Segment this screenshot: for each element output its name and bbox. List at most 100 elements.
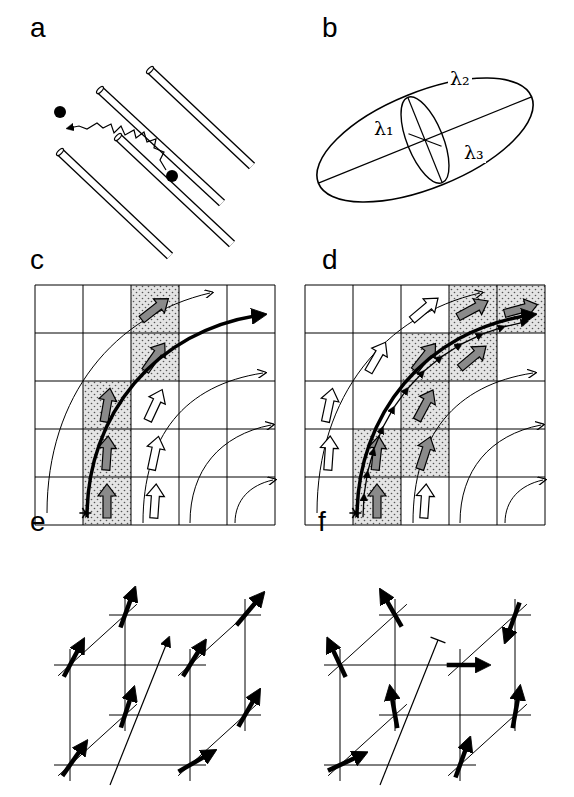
eigen-axis [408, 97, 442, 182]
grid-line [401, 285, 402, 525]
panel-letter: d [322, 246, 338, 274]
filled-vector-arrow [138, 338, 172, 376]
step-vector [362, 496, 364, 517]
seed-asterisk [352, 508, 358, 518]
step-vector [383, 409, 393, 427]
seed-asterisk [82, 508, 88, 518]
rod-outline [60, 152, 170, 256]
grid-line [449, 285, 450, 525]
diffusion-ellipsoid [300, 52, 549, 227]
grid-line [83, 285, 84, 525]
panel-b [300, 52, 549, 227]
tracked-fiber [357, 315, 531, 517]
open-vector-arrow [145, 483, 165, 518]
track-stop [431, 637, 446, 643]
step-vector [374, 429, 382, 448]
filled-vector-arrow [136, 291, 174, 326]
panel-e [54, 592, 261, 785]
fiber-flow-line [317, 293, 480, 513]
filled-vector-arrow [454, 293, 492, 325]
panel-a [54, 65, 252, 256]
seed-asterisk [352, 508, 358, 518]
grid-line [305, 477, 545, 478]
grid-line [35, 429, 275, 430]
shaded-voxel [401, 429, 449, 477]
filled-vector-arrow [454, 339, 492, 375]
lattice-line [109, 715, 261, 716]
grid-line [305, 429, 545, 430]
shaded-voxel [83, 429, 131, 477]
open-vector-arrow [361, 338, 394, 376]
step-vector [394, 390, 406, 407]
lattice-line [54, 765, 206, 766]
step-vector [368, 451, 374, 471]
eigen-axis [408, 124, 441, 156]
lattice-line [379, 715, 531, 716]
grid-line [305, 333, 545, 334]
grid-line [305, 285, 306, 525]
rod-end [113, 132, 122, 141]
open-vector-arrow [317, 387, 342, 424]
vector-arrow [64, 643, 82, 677]
lattice-line [54, 665, 206, 666]
fiber-flow-line [47, 293, 210, 513]
tracked-fiber [87, 315, 261, 517]
filament-rod [113, 132, 232, 244]
rod-end [95, 85, 104, 94]
vector-arrow [121, 692, 133, 728]
panel-letter: a [30, 14, 46, 42]
shaded-voxel [353, 429, 401, 477]
fiber-flow-line [460, 425, 541, 523]
panel-d [305, 285, 545, 525]
open-vector-arrow [140, 386, 171, 424]
ellipsoid-section [391, 91, 459, 190]
open-vector-arrow [143, 435, 168, 472]
lattice-line [379, 615, 531, 616]
filled-vector-arrow [368, 484, 386, 518]
step-vector [408, 373, 422, 388]
panel-letter: e [30, 508, 46, 536]
eigenvalue-label: λ₁ [372, 118, 396, 139]
filled-vector-arrow [409, 386, 441, 424]
filled-vector-arrow [95, 387, 119, 424]
grid-line [35, 381, 275, 382]
eigen-axis [318, 97, 531, 183]
rod-body [100, 90, 222, 203]
grid-line [305, 381, 545, 382]
vector-arrow [238, 694, 257, 727]
fiber-flow-line [190, 425, 271, 523]
panel-letter: c [30, 246, 44, 274]
step-vector [442, 345, 460, 356]
grid-line [275, 285, 276, 525]
vector-arrow [62, 745, 84, 776]
seed-asterisk [82, 508, 88, 518]
vector-arrow [120, 592, 133, 628]
eigenvalue-label: λ₃ [462, 142, 486, 163]
grid-line [35, 285, 36, 525]
vector-arrow [507, 603, 520, 639]
water-molecule [166, 170, 178, 182]
panel-c [35, 285, 275, 525]
grid-line [35, 285, 275, 286]
shaded-voxel [131, 285, 179, 333]
water-molecule [54, 106, 66, 118]
fiber-flow-line [235, 480, 273, 523]
rod-body [60, 152, 170, 256]
filled-vector-arrow [98, 484, 116, 518]
step-vector [462, 335, 481, 344]
rod-end [145, 65, 154, 74]
shaded-voxel [401, 333, 449, 381]
fiber-track [110, 640, 168, 785]
shaded-voxel [497, 285, 545, 333]
grid-line [35, 477, 275, 478]
vector-arrow [447, 663, 485, 668]
grid-line [131, 285, 132, 525]
rod-end [55, 147, 64, 156]
lattice-line [324, 765, 476, 766]
rod-outline [100, 90, 222, 203]
step-vector [505, 322, 525, 327]
step-vector [483, 327, 503, 334]
diffusion-path [69, 123, 166, 170]
